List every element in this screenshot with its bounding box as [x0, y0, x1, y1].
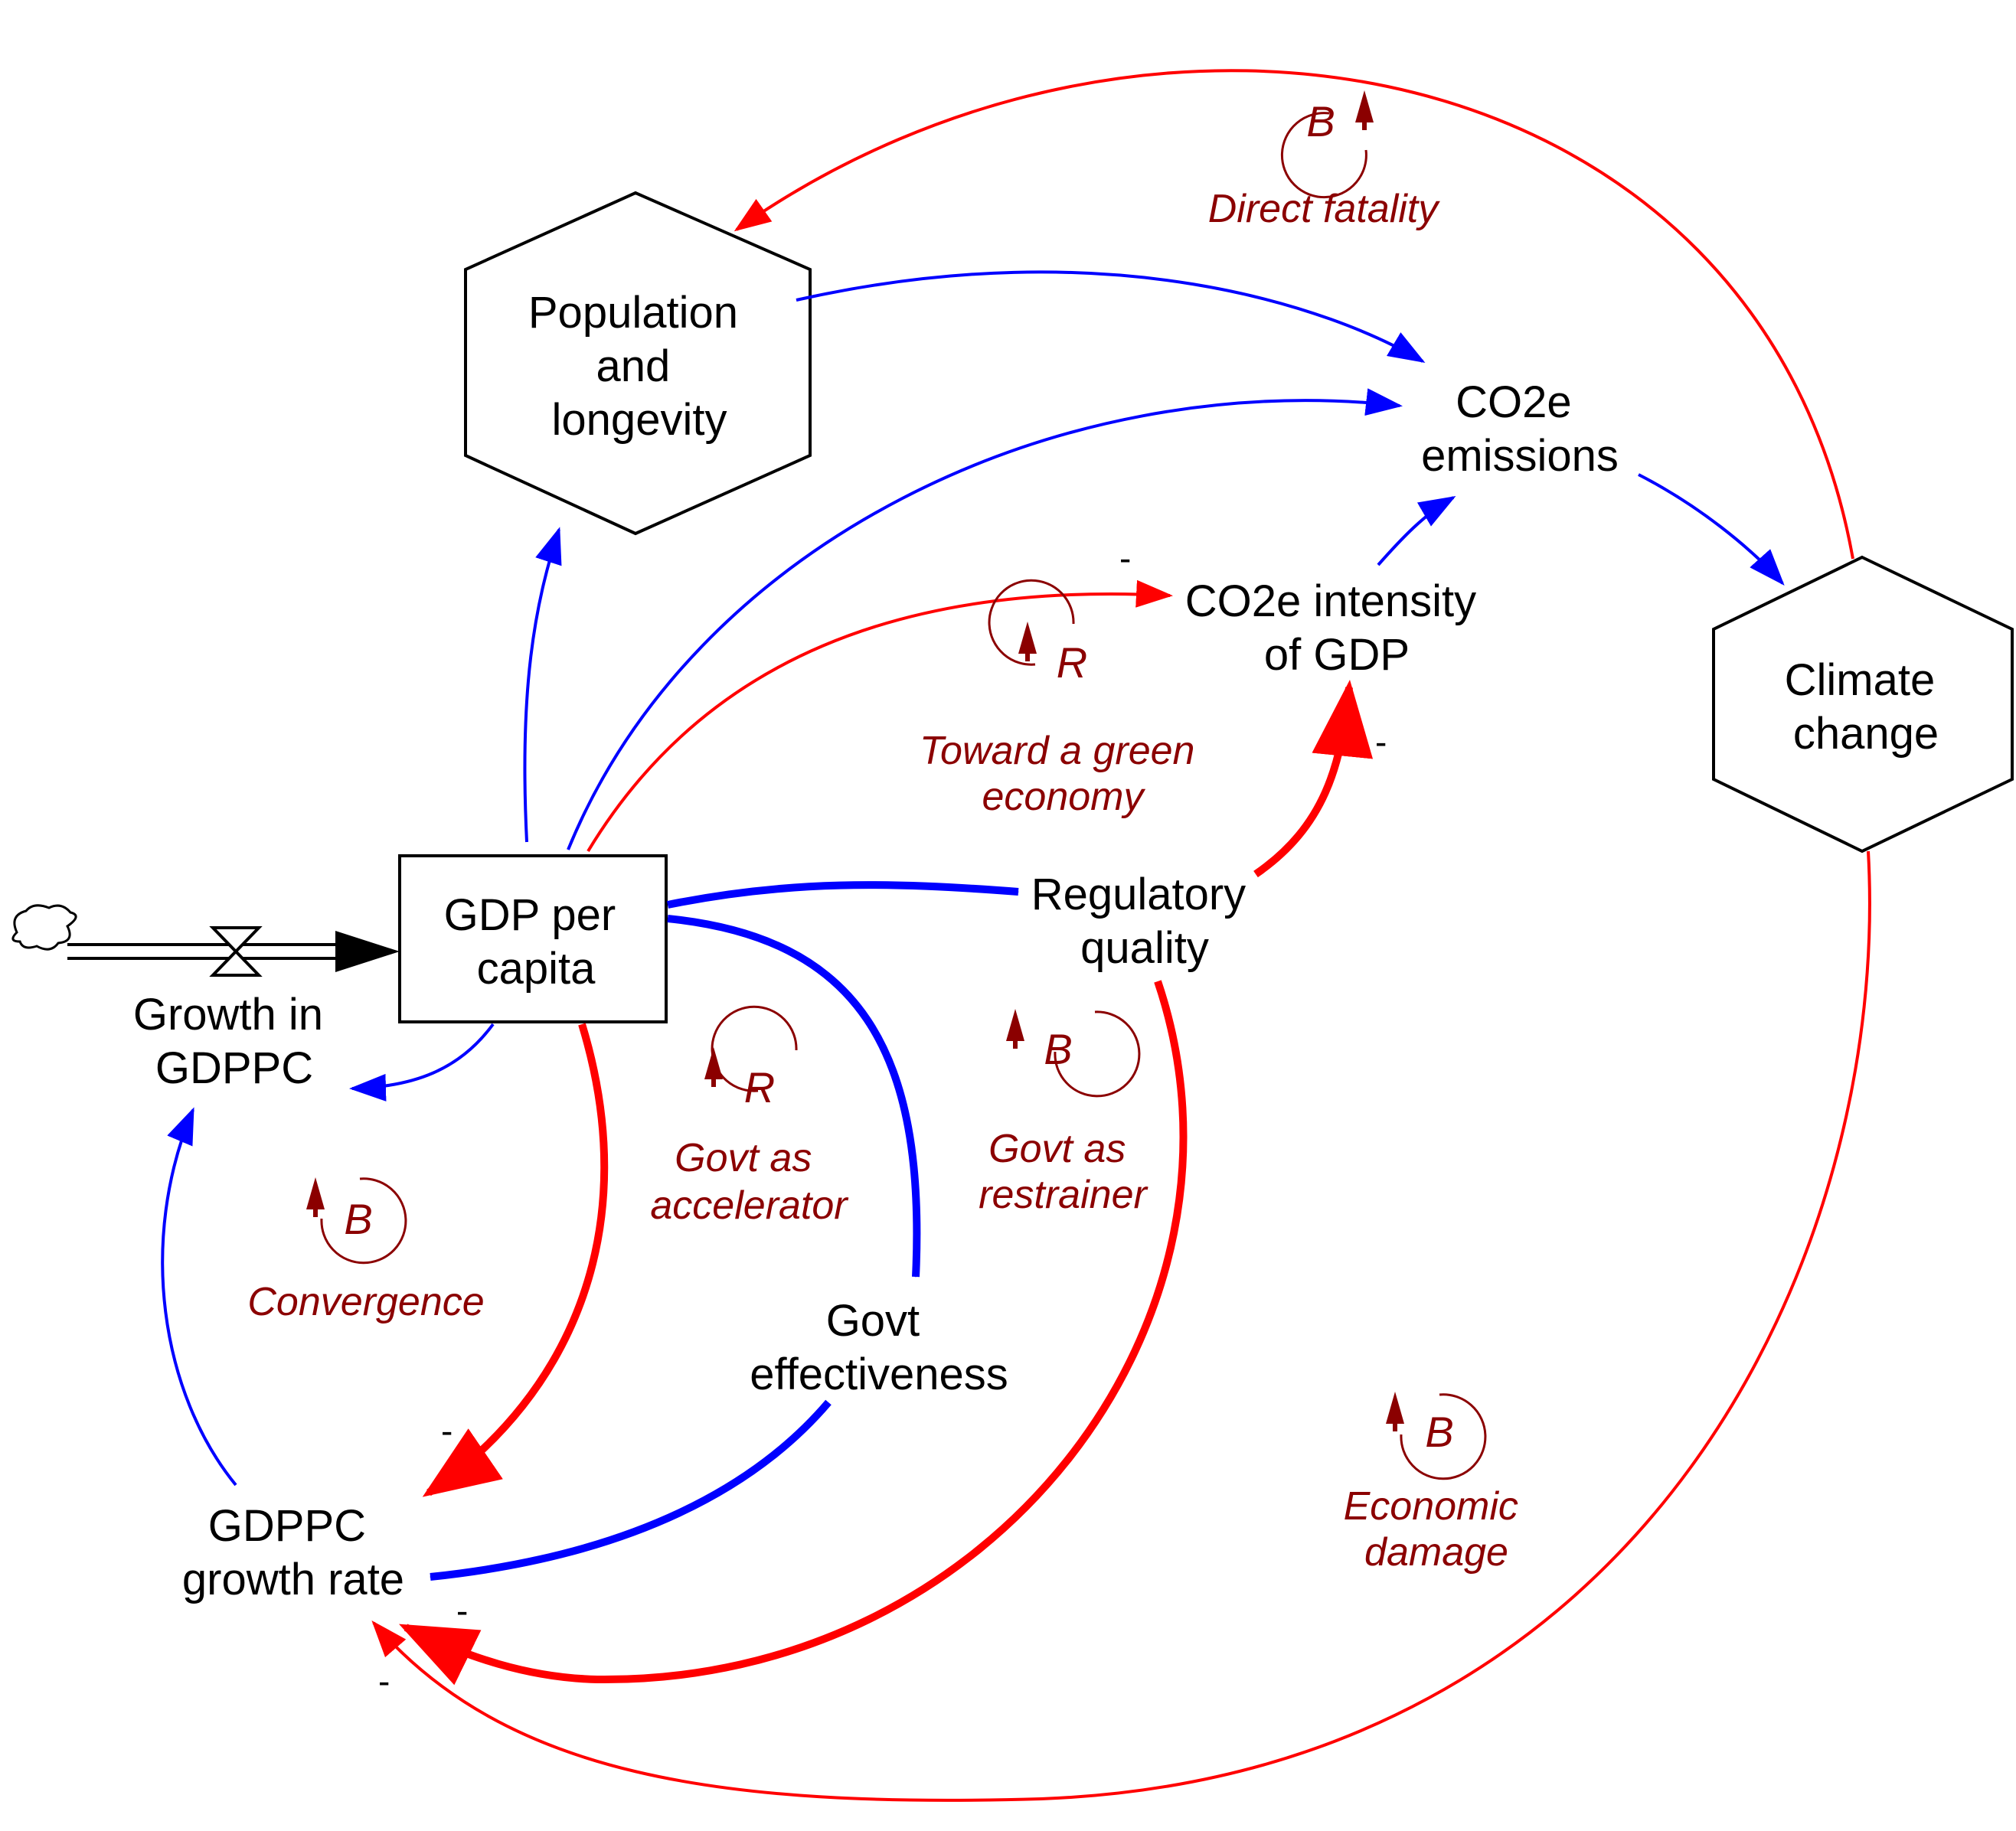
loop-arrow-icon — [704, 1047, 723, 1079]
link-gdp-to-intensity[interactable] — [587, 579, 1173, 853]
loop-label-convergence: Convergence — [247, 1280, 484, 1324]
loop-arrow-icon — [1006, 1009, 1024, 1041]
loop-label-govt-accelerator: Govt as accelerator — [650, 1136, 849, 1228]
loop-circle-icon — [1054, 1010, 1141, 1098]
link-regulatory-to-growthrate[interactable] — [399, 980, 1188, 1686]
valve-icon[interactable] — [209, 926, 263, 977]
loop-label-economic-damage: Economic damage — [1344, 1484, 1530, 1575]
link-gdp-to-population[interactable] — [523, 527, 562, 843]
climate-change-label: Climate change — [1785, 655, 1948, 759]
svg-text:R: R — [744, 1063, 775, 1111]
loop-circle-icon — [1400, 1393, 1487, 1480]
gdp-per-capita-label: GDP per capita — [444, 890, 629, 994]
loop-circle-icon — [1280, 112, 1367, 199]
link-emissions-to-climate[interactable] — [1638, 473, 1785, 586]
loop-arrow-icon — [1386, 1392, 1404, 1424]
link-gdp-to-govt-effectiveness[interactable] — [667, 915, 921, 1278]
loop-label-toward-green: Toward a green economy — [920, 729, 1206, 819]
loop-arrow-icon — [306, 1177, 325, 1209]
loop-circle-icon — [320, 1177, 407, 1265]
govt-effectiveness-label: Govt effectiveness — [750, 1296, 1008, 1399]
svg-text:R: R — [1057, 638, 1087, 687]
link-gdp-to-growth[interactable] — [349, 1023, 495, 1102]
polarity-climate-to-growthrate: - — [378, 1661, 390, 1701]
polarity-regulatory-to-growthrate: - — [456, 1591, 468, 1630]
loop-circle-icon — [711, 1005, 798, 1092]
gdp-per-capita-stock[interactable] — [398, 854, 668, 1023]
loop-arrow-icon — [1355, 90, 1374, 122]
population-label: Population and longevity — [528, 288, 750, 445]
population-hexagon[interactable] — [464, 191, 812, 536]
flow-arrowhead — [335, 931, 400, 972]
polarity-gdp-to-growthrate: - — [441, 1411, 453, 1451]
link-growthrate-to-growth[interactable] — [161, 1107, 237, 1487]
loop-arrow-icon — [1018, 622, 1037, 654]
loop-toward-green: R Toward a green economy — [920, 579, 1206, 819]
growth-flow — [11, 904, 400, 977]
link-govt-effectiveness-to-growthrate[interactable] — [430, 1399, 832, 1581]
loop-govt-restrainer: B Govt as restrainer — [979, 1009, 1148, 1217]
gdppc-growth-rate-label: GDPPC growth rate — [182, 1501, 404, 1604]
svg-text:B: B — [1044, 1025, 1072, 1073]
polarity-gdp-to-intensity: - — [1119, 538, 1131, 578]
loop-label-govt-restrainer: Govt as restrainer — [979, 1127, 1148, 1217]
cloud-icon — [11, 904, 77, 951]
loop-govt-accelerator: R Govt as accelerator — [650, 1005, 849, 1228]
link-gdp-to-emissions[interactable] — [567, 388, 1403, 850]
svg-text:B: B — [1306, 97, 1335, 145]
growth-in-gdppc-label: Growth in GDPPC — [133, 990, 335, 1093]
loop-direct-fatality: B Direct fatality — [1208, 90, 1441, 231]
loop-convergence: B Convergence — [247, 1177, 485, 1324]
svg-text:B: B — [1425, 1408, 1453, 1456]
climate-change-hexagon[interactable] — [1712, 555, 2014, 853]
link-intensity-to-emissions[interactable] — [1377, 495, 1456, 566]
polarity-regulatory-to-intensity: - — [1375, 722, 1387, 762]
link-gdp-to-growthrate[interactable] — [422, 1023, 609, 1497]
regulatory-quality-label: Regulatory quality — [1031, 870, 1259, 973]
link-population-to-emissions[interactable] — [796, 270, 1426, 364]
loop-circle-icon — [988, 579, 1075, 666]
link-climate-to-population[interactable] — [734, 69, 1854, 560]
link-regulatory-to-intensity[interactable] — [1253, 680, 1374, 878]
loop-label-direct-fatality: Direct fatality — [1208, 187, 1441, 231]
co2-intensity-label: CO2e intensity of GDP — [1185, 576, 1489, 680]
svg-text:B: B — [344, 1195, 372, 1243]
loop-economic-damage: B Economic damage — [1344, 1392, 1530, 1575]
co2-emissions-label: CO2e emissions — [1421, 377, 1619, 481]
link-gdp-to-regulatory[interactable] — [667, 881, 1019, 909]
link-climate-to-growthrate[interactable] — [371, 850, 1871, 1802]
